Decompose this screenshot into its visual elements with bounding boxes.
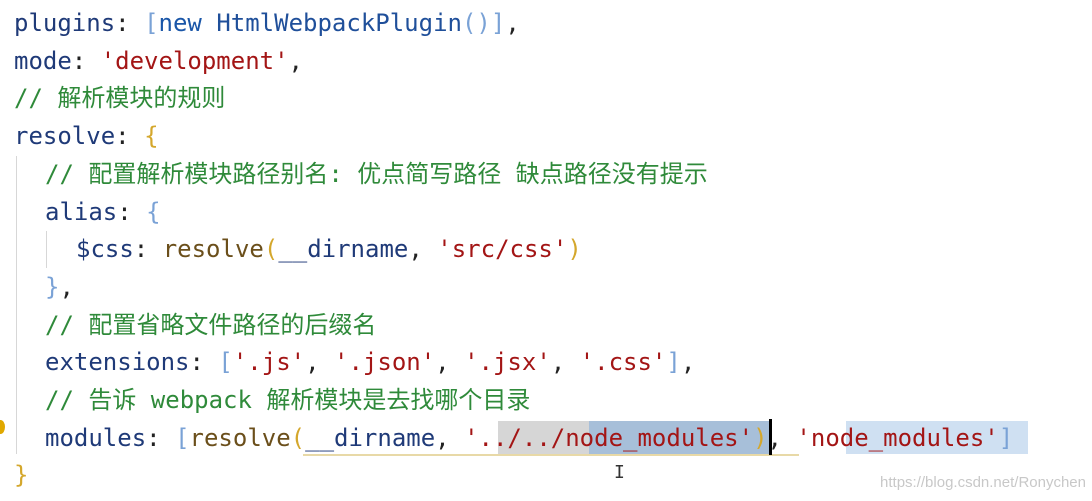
code-token: 'development' bbox=[100, 46, 289, 75]
code-line-mode[interactable]: mode: 'development', bbox=[14, 43, 303, 80]
code-token: , bbox=[435, 423, 465, 452]
selection-highlight-prefix bbox=[498, 421, 589, 454]
code-line-alias-close[interactable]: }, bbox=[45, 269, 74, 306]
code-token: ) bbox=[567, 235, 582, 264]
indent-guide-level-1 bbox=[16, 156, 17, 454]
code-token: ) bbox=[753, 423, 768, 452]
code-line-css-alias[interactable]: $css: resolve(__dirname, 'src/css') bbox=[76, 231, 582, 268]
lightbulb-icon[interactable] bbox=[0, 420, 5, 434]
code-token bbox=[202, 9, 216, 37]
watermark-text: https://blog.csdn.net/Ronychen bbox=[880, 474, 1086, 491]
code-token: // 解析模块的规则 bbox=[14, 84, 226, 113]
code-token: resolve bbox=[189, 423, 291, 452]
code-token: : bbox=[117, 197, 147, 226]
code-line-comment-resolve[interactable]: // 解析模块的规则 bbox=[14, 80, 225, 117]
code-token: { bbox=[144, 122, 159, 151]
code-token: , bbox=[305, 348, 335, 377]
code-token: ( bbox=[263, 235, 279, 264]
code-token: , bbox=[408, 235, 438, 264]
code-line-extensions[interactable]: extensions: ['.js', '.json', '.jsx', '.c… bbox=[45, 344, 695, 381]
code-token: : bbox=[115, 9, 145, 37]
code-token: '.js' bbox=[232, 348, 306, 377]
code-token: : bbox=[146, 423, 176, 452]
code-token: , bbox=[680, 348, 696, 377]
code-line-plugins[interactable]: plugins: [new HtmlWebpackPlugin()], bbox=[14, 5, 520, 42]
code-token: : bbox=[189, 348, 219, 377]
code-line-modules[interactable]: modules: [resolve(__dirname, '../../node… bbox=[45, 420, 1013, 457]
code-line-comment-alias[interactable]: // 配置解析模块路径别名: 优点简写路径 缺点路径没有提示 bbox=[45, 156, 708, 193]
code-token: : bbox=[71, 46, 101, 75]
text-cursor-icon: I bbox=[614, 462, 625, 483]
code-token: , bbox=[59, 272, 74, 301]
word-occurrence-highlight bbox=[846, 421, 1028, 454]
text-caret bbox=[769, 419, 772, 455]
code-token: , bbox=[288, 46, 303, 75]
code-token: '../../node_modules' bbox=[464, 423, 754, 452]
code-token: '.jsx' bbox=[464, 348, 551, 377]
indent-guide-level-2 bbox=[46, 231, 47, 268]
warning-squiggle bbox=[303, 454, 799, 456]
code-token: , bbox=[505, 9, 520, 37]
code-token: modules bbox=[45, 423, 147, 452]
selection-highlight-node-modules bbox=[589, 421, 770, 454]
code-token: // 配置解析模块路径别名: 优点简写路径 缺点路径没有提示 bbox=[45, 159, 708, 188]
code-token: : bbox=[115, 122, 145, 151]
code-token: [ bbox=[218, 348, 233, 377]
code-token: , bbox=[435, 348, 465, 377]
code-token: { bbox=[146, 197, 161, 226]
code-token: : bbox=[133, 235, 163, 264]
code-token: // 告诉 webpack 解析模块是去找哪个目录 bbox=[45, 386, 531, 414]
code-token: , bbox=[550, 348, 580, 377]
code-token: __dirname bbox=[278, 235, 409, 264]
code-line-resolve-close[interactable]: } bbox=[14, 457, 28, 494]
code-token: } bbox=[45, 272, 60, 301]
code-token: new bbox=[158, 9, 202, 37]
code-token: } bbox=[14, 461, 29, 490]
code-token: ( bbox=[461, 9, 477, 37]
code-token: ] bbox=[666, 348, 681, 377]
code-line-comment-extensions[interactable]: // 配置省略文件路径的后缀名 bbox=[45, 307, 376, 344]
code-token: HtmlWebpackPlugin bbox=[216, 9, 462, 37]
code-token: mode bbox=[14, 46, 72, 75]
code-token: // 配置省略文件路径的后缀名 bbox=[45, 310, 377, 339]
code-token: ] bbox=[998, 423, 1014, 452]
code-token: resolve bbox=[14, 122, 116, 151]
code-token: ] bbox=[490, 9, 506, 37]
code-token: extensions bbox=[45, 348, 190, 377]
code-line-alias-open[interactable]: alias: { bbox=[45, 194, 161, 231]
code-token: __dirname bbox=[305, 423, 436, 452]
code-line-resolve-open[interactable]: resolve: { bbox=[14, 118, 159, 155]
code-token: '.json' bbox=[334, 348, 436, 377]
code-line-comment-modules[interactable]: // 告诉 webpack 解析模块是去找哪个目录 bbox=[45, 382, 530, 419]
code-token: [ bbox=[144, 9, 159, 37]
code-token: [ bbox=[175, 423, 190, 452]
code-token: 'node_modules' bbox=[796, 423, 999, 452]
code-token: ) bbox=[476, 9, 491, 37]
code-token: $css bbox=[76, 235, 134, 264]
code-token: plugins bbox=[14, 9, 116, 37]
code-token: ( bbox=[290, 423, 306, 452]
code-token: 'src/css' bbox=[437, 235, 568, 264]
code-token: alias bbox=[45, 197, 118, 226]
code-token: resolve bbox=[162, 235, 264, 264]
code-token: '.css' bbox=[579, 348, 667, 377]
